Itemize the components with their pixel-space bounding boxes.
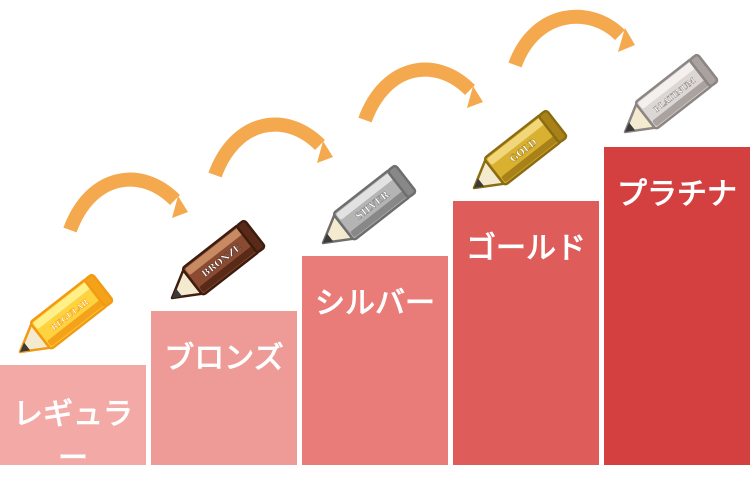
pencil-icon: PLATINUM: [623, 53, 719, 134]
step-regular: レギュラー: [0, 365, 146, 476]
step-silver: シルバー: [302, 256, 448, 465]
arrow-head: [172, 196, 188, 218]
progress-arrow: [358, 62, 475, 123]
step-bronze: ブロンズ: [151, 311, 297, 465]
progress-arrow: [63, 172, 180, 233]
progress-arrow: [508, 9, 625, 68]
pencil-icon: SILVER: [321, 164, 417, 245]
arrow-head: [618, 28, 635, 52]
step-gold: ゴールド: [453, 201, 599, 465]
arrow-head: [317, 141, 333, 163]
tier-label-regular: レギュラー: [13, 397, 133, 476]
tier-label-bronze: ブロンズ: [164, 341, 284, 376]
arrow-head: [467, 86, 483, 108]
pencil-icon: REGULAR: [18, 273, 114, 354]
progress-arrow: [208, 117, 325, 178]
tier-label-silver: シルバー: [315, 286, 435, 321]
pencil-icon: GOLD: [472, 109, 568, 190]
step-platinum: プラチナ: [604, 147, 750, 465]
tier-progression-graphic: レギュラー ブロンズ シルバー ゴールド プラチナ REGULAR BRONZE S…: [0, 9, 750, 476]
pencil-icon: BRONZE: [170, 219, 266, 300]
tier-label-platinum: プラチナ: [617, 177, 737, 212]
tier-label-gold: ゴールド: [466, 231, 586, 266]
pencils-and-arrows: REGULAR BRONZE SILVER GOLD PLATINUM: [18, 9, 719, 354]
